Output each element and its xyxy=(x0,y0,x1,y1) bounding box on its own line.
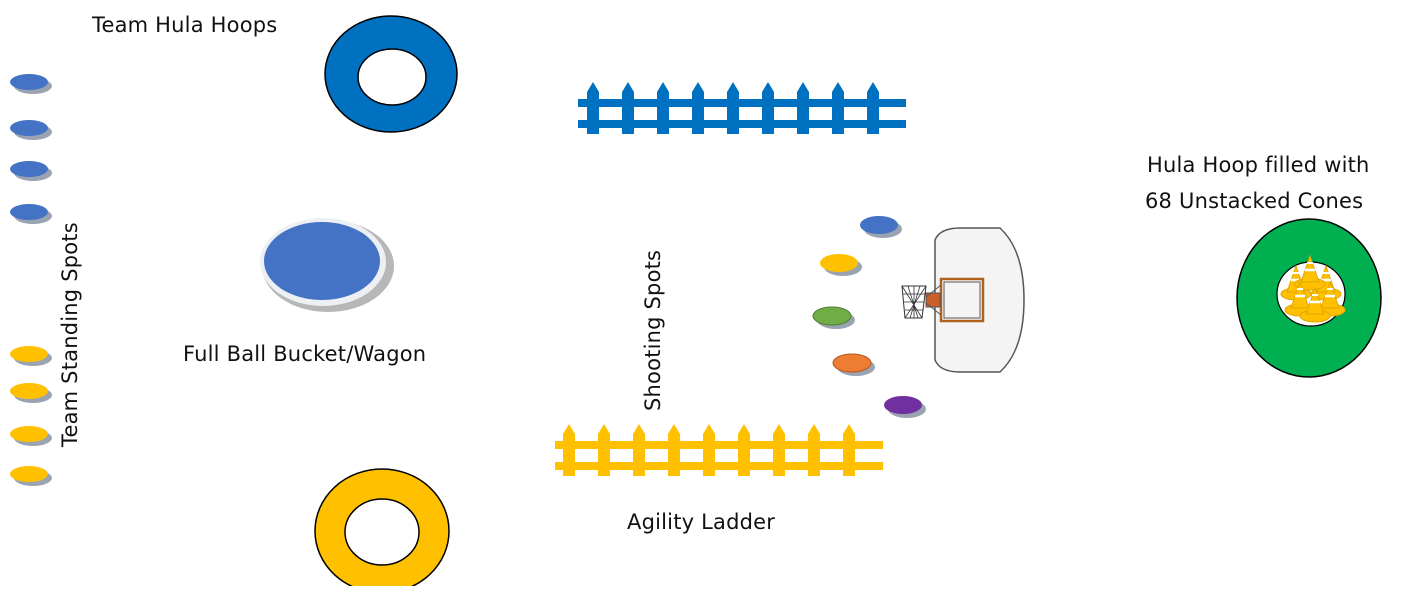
shooting-spots-label: Shooting Spots xyxy=(641,249,665,411)
yellow-hula-hoop xyxy=(314,468,450,591)
yellow-fence-icon xyxy=(555,424,883,476)
team-standing-spots-yellow xyxy=(10,346,52,486)
cone-hoop-label-line1: Hula Hoop filled with xyxy=(1147,153,1370,177)
team-hula-hoops-label: Team Hula Hoops xyxy=(92,13,278,37)
green-hula-hoop xyxy=(1236,218,1382,378)
blue-fence-icon xyxy=(578,82,906,134)
team-standing-spots-blue xyxy=(10,74,52,224)
shooting-spots xyxy=(812,216,926,418)
cone-hoop-label-line2: 68 Unstacked Cones xyxy=(1145,189,1364,213)
blue-hula-hoop xyxy=(324,15,458,133)
ball-bucket-icon xyxy=(260,218,394,312)
agility-ladder-label: Agility Ladder xyxy=(627,510,776,534)
team-standing-spots-label: Team Standing Spots xyxy=(58,222,82,447)
basketball-hoop-icon xyxy=(901,227,1025,373)
ball-bucket-label: Full Ball Bucket/Wagon xyxy=(183,342,427,366)
